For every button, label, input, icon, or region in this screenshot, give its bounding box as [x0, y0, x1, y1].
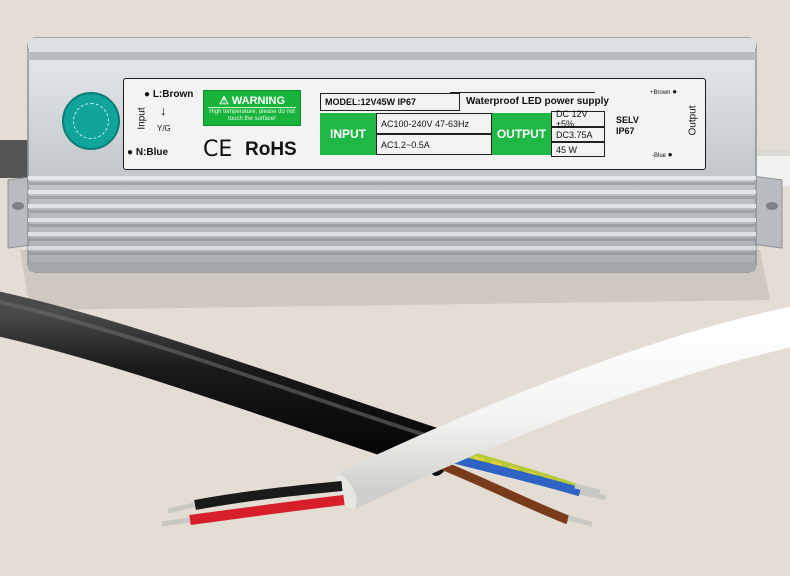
input-current: AC1.2~0.5A [376, 134, 492, 155]
ground-arrow-icon: ↓ [160, 103, 167, 118]
output-label: OUTPUT [492, 113, 551, 155]
rohs-mark: RoHS [245, 139, 297, 160]
output-current: DC3.75A [551, 127, 605, 142]
product-name: Waterproof LED power supply [466, 96, 609, 107]
selv-mark: SELV [616, 115, 639, 125]
ce-mark: CE [203, 137, 233, 162]
output-negative-label: -Blue ● [652, 150, 673, 159]
white-cable-wires [161, 481, 345, 527]
output-positive-label: +Brown ● [650, 87, 677, 96]
output-voltage: DC 12V ±5% [551, 109, 605, 129]
neutral-wire-text: N:Blue [135, 147, 169, 158]
live-wire-label: ● L:Brown [144, 89, 193, 100]
output-power: 45 W [551, 142, 605, 157]
output-positive-text: +Brown [650, 90, 671, 96]
neutral-wire-label: ● N:Blue [127, 147, 168, 158]
warning-box: ⚠ WARNING High temperature, please do no… [203, 90, 301, 126]
bullet-icon: ● [672, 87, 678, 96]
warning-subtitle: High temperature, please do not touch th… [209, 109, 295, 122]
model-box: MODEL:12V45W IP67 [320, 93, 460, 111]
earth-wire-label: Y/G [157, 124, 171, 133]
bullet-icon: ● [127, 147, 134, 158]
ip67-mark: IP67 [616, 126, 635, 136]
input-heading: Input [136, 107, 148, 130]
output-negative-text: -Blue [652, 153, 667, 159]
label-divider [450, 92, 595, 93]
warning-triangle-icon: ⚠ [218, 95, 229, 107]
output-heading: Output [687, 105, 699, 136]
warning-title-text: WARNING [231, 95, 286, 107]
left-cable-stub [0, 140, 30, 178]
live-wire-text: L:Brown [152, 89, 194, 100]
warning-divider [208, 107, 296, 108]
input-label: INPUT [320, 113, 376, 155]
warning-title: ⚠ WARNING [204, 94, 300, 107]
input-voltage: AC100-240V 47-63Hz [376, 113, 492, 134]
bullet-icon: ● [144, 89, 151, 100]
bullet-icon: ● [667, 150, 673, 159]
certification-badge [62, 92, 120, 150]
badge-ring [73, 103, 109, 139]
